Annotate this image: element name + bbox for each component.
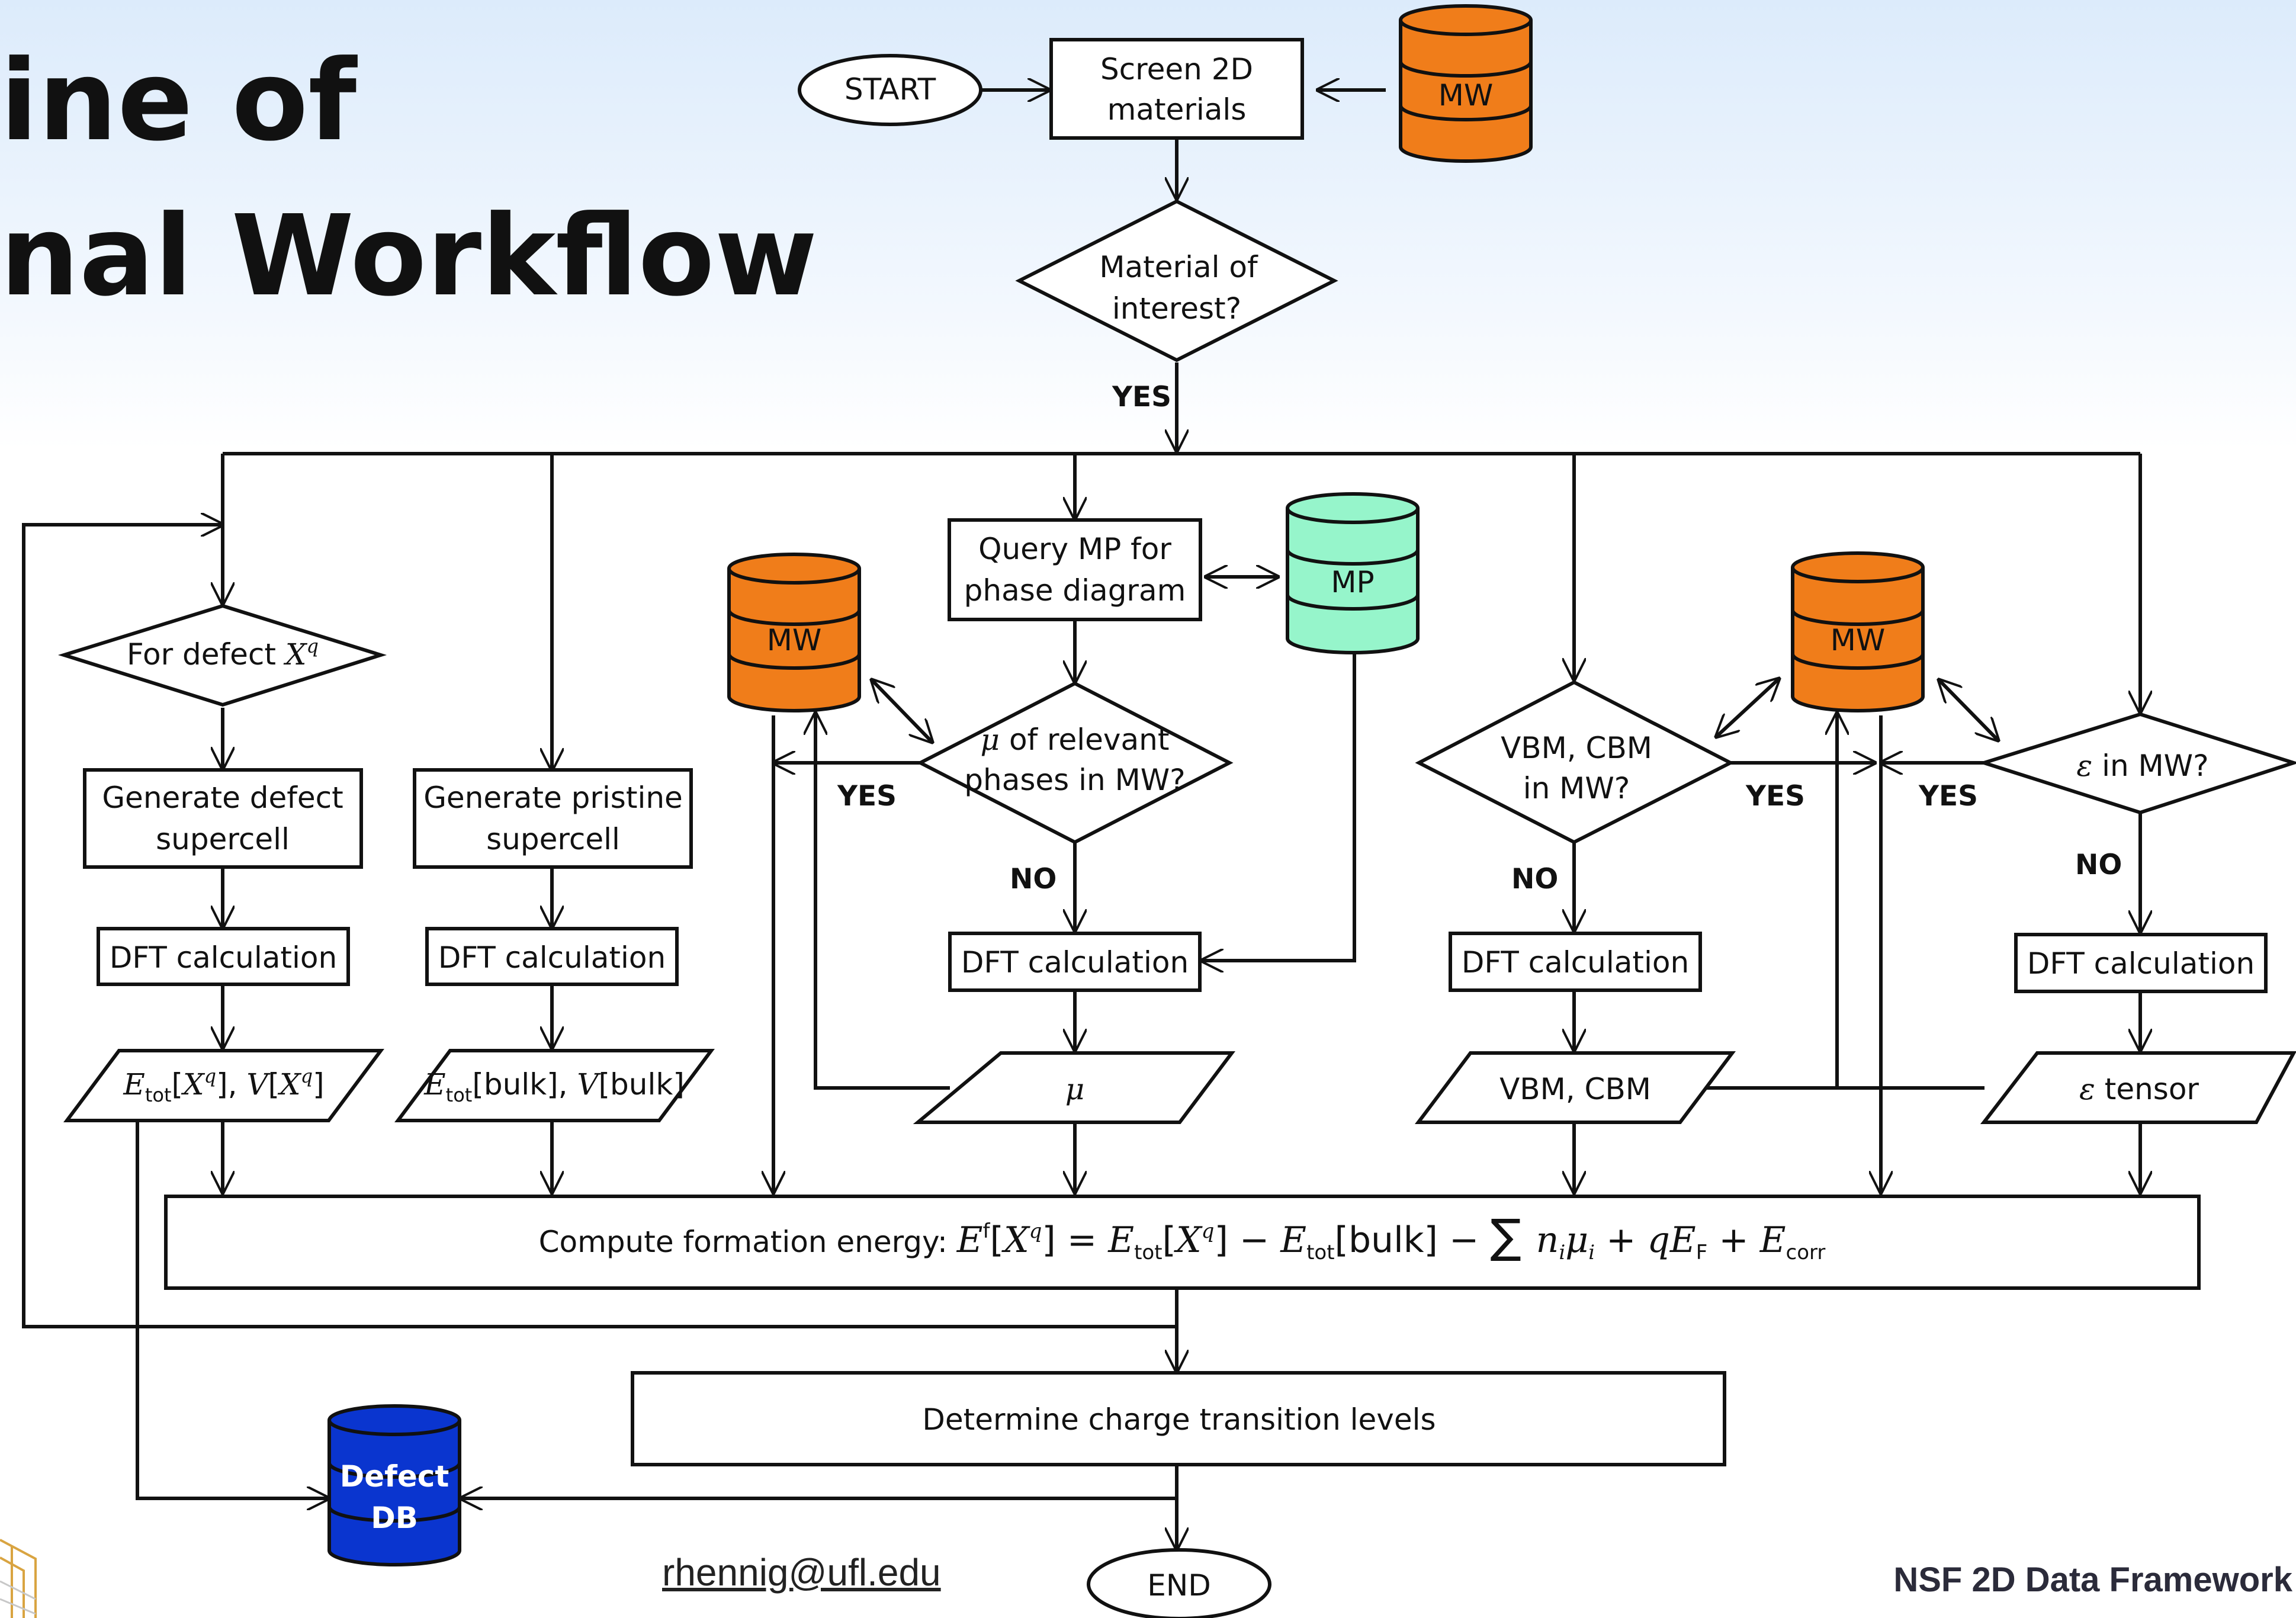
database-mw-left-label: MW [767, 623, 822, 657]
out-eps-node [1980, 1051, 2296, 1124]
out-vbm-node [1414, 1051, 1736, 1124]
logo-partial-icon [0, 1539, 37, 1618]
edge-vbm-mw-bidir [1716, 679, 1779, 737]
dft-node-3 [948, 932, 1202, 992]
dft-label-4: DFT calculation [1462, 945, 1689, 980]
no-label-eps: NO [2075, 849, 2122, 881]
vbm-decision [1415, 680, 1735, 845]
out-bulk-node [394, 1049, 715, 1122]
transition-node [631, 1371, 1726, 1466]
edge-mp-to-dft [1202, 654, 1356, 961]
dft-node-1 [97, 927, 350, 986]
defect-decision-label: For defect Xq [127, 635, 319, 672]
vbm-decision-label-2: in MW? [1523, 771, 1630, 805]
screen-label-1: Screen 2D [1100, 52, 1253, 86]
edge-eps-mw-bidir [1939, 680, 1998, 740]
out-eps-label: ε tensor [2079, 1072, 2199, 1106]
no-label-vbm: NO [1511, 863, 1558, 895]
interest-decision [1015, 199, 1338, 362]
database-mw-right-label: MW [1831, 623, 1886, 657]
email-link[interactable]: rhennig@ufl.edu [662, 1551, 941, 1594]
dft-node-5 [2014, 933, 2268, 993]
edge-out-mu-to-mw [815, 713, 950, 1090]
out-mu-label: μ [1065, 1072, 1085, 1106]
end-label: END [1147, 1568, 1211, 1603]
edge-mu-decision-mw-bidir [872, 680, 932, 742]
start-label: START [844, 72, 936, 107]
database-defect-db-label-2: DB [371, 1501, 418, 1535]
gen-defect-label-1: Generate defect [102, 781, 343, 815]
slide-title-line-1: ine of [0, 36, 357, 166]
compute-label: Compute formation energy: Ef[Xq] = Etot[… [539, 1210, 1826, 1264]
edge-out-defect-to-defectdb [136, 1122, 329, 1498]
dft-label-1: DFT calculation [110, 940, 337, 975]
query-mp-label-2: phase diagram [964, 573, 1186, 608]
database-defect-db-label-1: Defect [340, 1459, 449, 1494]
footer-text: NSF 2D Data Framework [1893, 1561, 2292, 1599]
database-mp: MP [1286, 492, 1420, 654]
start-node [798, 54, 982, 126]
yes-label-eps: YES [1918, 780, 1978, 813]
end-node [1087, 1548, 1271, 1618]
yes-label-interest: YES [1112, 381, 1171, 413]
mu-decision-label-2: phases in MW? [964, 763, 1185, 797]
database-defect-db: Defect DB [327, 1404, 461, 1566]
gen-defect-label-2: supercell [156, 822, 290, 856]
screen-node [1049, 38, 1304, 140]
edge-labels: YES YES NO YES NO YES NO [837, 381, 2122, 895]
database-mw-top: MW [1399, 4, 1533, 163]
gen-pristine-label-1: Generate pristine [423, 781, 683, 815]
compute-node [164, 1195, 2201, 1290]
gen-defect-node [83, 768, 363, 869]
slide-title-line-2: nal Workflow [0, 191, 818, 321]
eps-decision [1977, 712, 2296, 815]
no-label-mu: NO [1010, 863, 1057, 895]
yes-label-mu: YES [837, 780, 897, 813]
eps-decision-label: ε in MW? [2076, 749, 2208, 783]
mu-decision-label-1: μ of relevant [981, 723, 1170, 757]
query-mp-label-1: Query MP for [978, 532, 1171, 566]
database-mw-label: MW [1438, 78, 1494, 113]
gen-pristine-node [413, 768, 693, 869]
dft-label-5: DFT calculation [2027, 946, 2255, 981]
out-mu-node [913, 1051, 1236, 1124]
node-labels: START Screen 2D materials Material of in… [102, 52, 2255, 1603]
database-mw-right: MW [1791, 551, 1925, 712]
interest-label-2: interest? [1112, 291, 1241, 326]
interest-label-1: Material of [1099, 250, 1258, 284]
database-mw-left: MW [727, 553, 861, 712]
dft-label-2: DFT calculation [438, 940, 666, 975]
out-vbm-label: VBM, CBM [1499, 1072, 1651, 1106]
dft-label-3: DFT calculation [961, 945, 1189, 980]
out-defect-node [63, 1049, 384, 1122]
query-mp-node [948, 518, 1202, 621]
yes-label-vbm: YES [1745, 780, 1805, 813]
dft-node-4 [1449, 932, 1702, 992]
database-mp-label: MP [1331, 565, 1374, 599]
out-defect-label: Etot[Xq], V[Xq] [123, 1065, 324, 1106]
dft-node-2 [425, 927, 679, 986]
gen-pristine-label-2: supercell [486, 822, 620, 856]
mu-decision [916, 681, 1234, 845]
slide-title: ine of nal Workflow [0, 24, 817, 334]
edge-loop-back [22, 525, 1177, 1328]
defect-decision [57, 603, 387, 707]
vbm-decision-label-1: VBM, CBM [1501, 731, 1652, 765]
transition-label: Determine charge transition levels [922, 1402, 1436, 1437]
screen-label-2: materials [1107, 92, 1247, 127]
connectors [22, 90, 2140, 1549]
out-bulk-label: Etot[bulk], V[bulk] [423, 1067, 685, 1106]
